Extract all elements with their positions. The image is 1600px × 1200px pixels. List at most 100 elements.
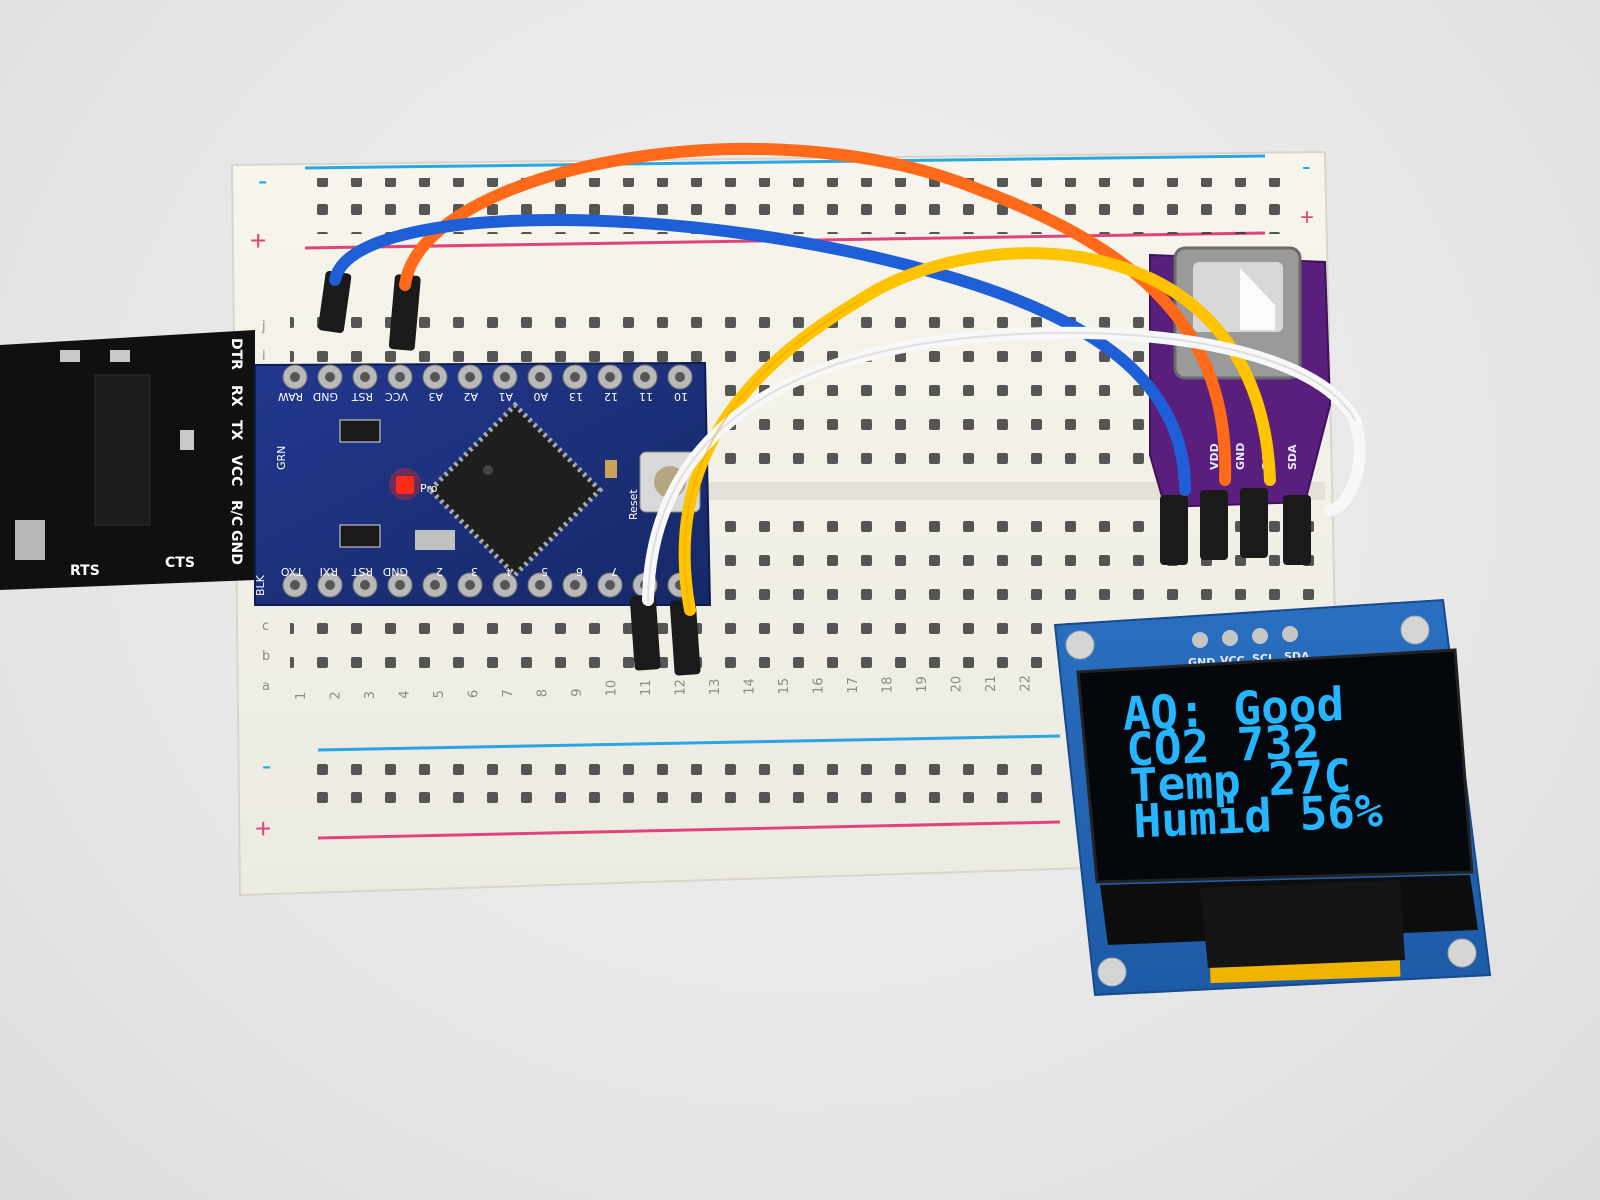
ftdi-pin-tx: TX <box>228 420 244 441</box>
arduino-bottom-pin-label: 2 <box>436 565 443 578</box>
column-number: 8 <box>536 689 551 697</box>
row-letter-i: i <box>262 349 266 364</box>
oled-line-air-quality: AQ: Good <box>1121 677 1345 741</box>
ftdi-crystal <box>15 520 45 560</box>
header-pin-hole <box>290 372 300 382</box>
column-number: 13 <box>708 679 723 696</box>
ftdi-label-rts: RTS <box>70 563 100 579</box>
arduino-label-grn: GRN <box>275 446 288 470</box>
column-number: 7 <box>501 689 516 697</box>
power-led <box>389 468 421 500</box>
column-number: 14 <box>743 678 758 695</box>
column-number: 18 <box>881 677 896 694</box>
column-number: 17 <box>846 677 861 694</box>
arduino-bottom-pin-label: RST <box>351 565 373 578</box>
column-number: 16 <box>812 677 827 694</box>
sensor-pin-gnd: GND <box>1234 443 1247 470</box>
header-pin-hole <box>535 580 545 590</box>
arduino-top-pin-label: VCC <box>385 390 408 403</box>
header-pin-hole <box>570 580 580 590</box>
oled-line-temp: Temp 27C <box>1129 749 1353 813</box>
arduino-top-pin-label: A1 <box>498 390 513 403</box>
rail-plus-symbol-top-right: + <box>1300 204 1314 231</box>
sensor-pin-vdd: VDD <box>1208 443 1221 470</box>
arduino-top-pin-label: 13 <box>569 390 583 403</box>
column-number: 9 <box>570 689 585 697</box>
column-number: 10 <box>605 680 620 697</box>
header-pin-hole <box>325 372 335 382</box>
arduino-top-pin-label: RAW <box>278 390 303 403</box>
column-number: 11 <box>639 679 654 696</box>
arduino-label-reset: Reset <box>627 489 640 520</box>
column-number: 6 <box>467 690 482 698</box>
arduino-bottom-pin-label: GND <box>383 565 408 578</box>
ftdi-pin-rc: R/C <box>228 500 244 526</box>
column-number: 22 <box>1019 675 1034 692</box>
column-number: 2 <box>329 691 344 699</box>
ftdi-label-cts: CTS <box>165 555 195 571</box>
oled-module: GND VCC SCL SDA AQ: Good CO2 732 Temp 27… <box>1053 598 1492 997</box>
arduino-top-pin-label: A2 <box>463 390 478 403</box>
ftdi-pin-rx: RX <box>228 385 244 407</box>
arduino-top-pin-label: 12 <box>604 390 618 403</box>
oled-line-humidity: Humid 56% <box>1132 783 1384 848</box>
header-pin-hole <box>500 372 510 382</box>
header-pin-hole <box>605 580 615 590</box>
oled-text: AQ: Good CO2 732 Temp 27C Humid 56% <box>1121 677 1384 849</box>
header-pin-hole <box>360 372 370 382</box>
arduino-bottom-pin-label: 5 <box>541 565 548 578</box>
header-pin-hole <box>465 580 475 590</box>
header-pin-hole <box>430 580 440 590</box>
row-letters-top: j i <box>261 319 266 364</box>
jumper-wires <box>329 143 1366 616</box>
arduino-bottom-pin-label: 7 <box>611 565 618 578</box>
column-number: 12 <box>674 679 689 696</box>
header-pin-hole <box>395 580 405 590</box>
rail-plus-symbol-top: + <box>250 225 266 256</box>
arduino-bottom-pin-label: RXI <box>320 565 338 578</box>
header-pin-hole <box>395 372 405 382</box>
header-pin-hole <box>430 372 440 382</box>
ftdi-pin-dtr: DTR <box>228 338 244 370</box>
oled-screen <box>1076 648 1474 884</box>
column-number: 21 <box>984 675 999 692</box>
header-pin-hole <box>535 372 545 382</box>
rail-minus-symbol-top-right: - <box>1302 151 1311 181</box>
arduino-top-pin-label: 10 <box>674 390 688 403</box>
arduino-bottom-pin-label: TXO <box>280 565 304 578</box>
column-number: 15 <box>777 678 792 695</box>
arduino-top-pin-label: A3 <box>428 390 443 403</box>
row-letter-a: a <box>262 679 270 694</box>
header-pin-hole <box>500 580 510 590</box>
column-number: 3 <box>363 691 378 699</box>
arduino-label-blk: BLK <box>254 574 267 596</box>
ftdi-pin-gnd: GND <box>228 530 244 565</box>
row-letters-bottom: a b c <box>262 619 270 694</box>
ftdi-chip <box>94 374 151 526</box>
column-number: 4 <box>398 691 413 699</box>
column-number: 5 <box>432 690 447 698</box>
header-pin-hole <box>290 580 300 590</box>
header-pin-hole <box>570 372 580 382</box>
arduino-bottom-pin-label: 6 <box>576 565 583 578</box>
arduino-top-pin-label: A0 <box>533 390 548 403</box>
header-pin-hole <box>605 372 615 382</box>
header-pin-hole <box>675 372 685 382</box>
arduino-top-pin-label: 11 <box>639 390 653 403</box>
header-pin-hole <box>640 372 650 382</box>
arduino-top-pin-label: RST <box>351 390 373 403</box>
ftdi-pin-vcc: VCC <box>228 455 244 486</box>
header-pin-hole <box>325 580 335 590</box>
rail-minus-symbol-top: - <box>258 165 267 196</box>
column-number: 20 <box>950 676 965 693</box>
bottom-power-rail: - + <box>255 734 1065 844</box>
header-pin-hole <box>465 372 475 382</box>
ftdi-pin-labels: DTR RX TX VCC R/C GND CTS RTS <box>70 338 244 579</box>
row-letter-c: c <box>262 619 269 634</box>
arduino-label-pro: Pro <box>420 482 438 495</box>
rail-plus-symbol-bottom: + <box>255 813 271 844</box>
